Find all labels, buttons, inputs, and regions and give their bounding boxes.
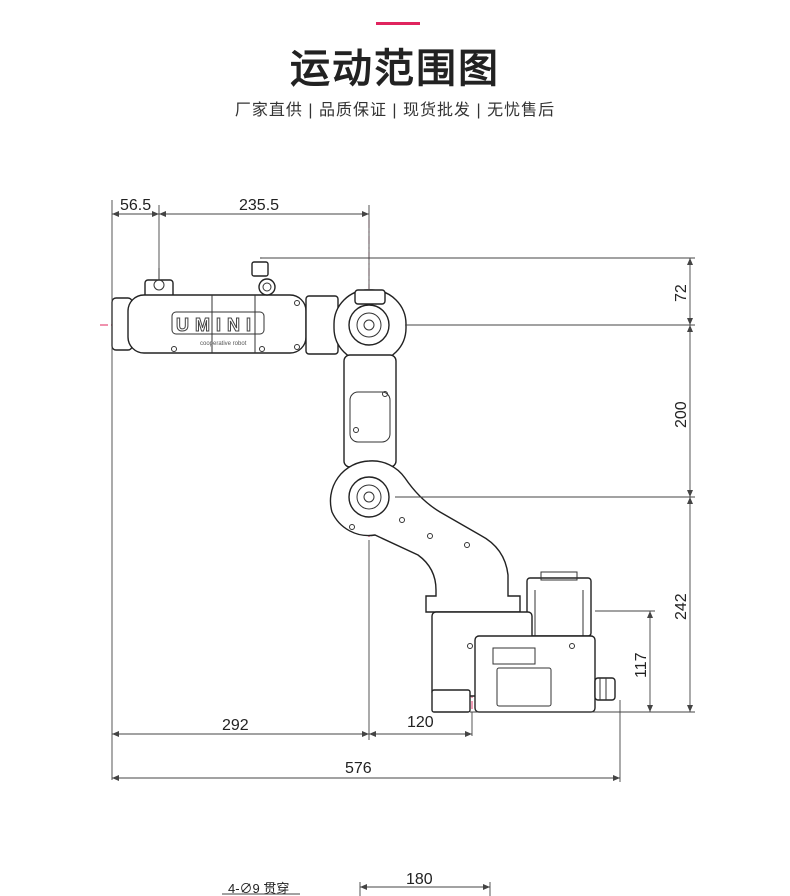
- dim-right-flange-height: 117: [633, 652, 650, 678]
- dim-footer-width: 180: [406, 871, 433, 888]
- brand-logo: UMINI: [176, 315, 257, 335]
- brand-tagline: cooperative robot: [200, 341, 247, 347]
- footer-hole-note: 4-∅9 贯穿: [228, 881, 289, 896]
- dim-top-reach: 235.5: [239, 197, 279, 214]
- dim-top-left-offset: 56.5: [120, 197, 151, 214]
- dim-bottom-total: 576: [345, 760, 372, 777]
- title-accent-bar: [376, 22, 420, 25]
- base-foot: [431, 689, 471, 713]
- page-title: 运动范围图: [290, 47, 500, 91]
- dimension-top: 56.5 235.5: [111, 197, 370, 780]
- base-motor: [526, 577, 592, 637]
- page-subtitle: 厂家直供 | 品质保证 | 现货批发 | 无忧售后: [234, 102, 556, 119]
- dim-right-upper-arm: 200: [673, 401, 690, 428]
- elbow-connector: [251, 261, 269, 277]
- center-lines: [100, 220, 690, 712]
- cable-connector: [594, 677, 616, 701]
- upper-arm: [343, 354, 397, 468]
- dim-right-top: 72: [673, 284, 690, 302]
- robot-arm: UMINI cooperative robot: [111, 257, 616, 713]
- forearm-coupling: [305, 295, 339, 355]
- dim-bottom-reach: 292: [222, 717, 249, 734]
- dim-bottom-base: 120: [407, 714, 434, 731]
- base-housing: [474, 635, 596, 713]
- dimension-right: 72 200 242 117: [262, 257, 695, 713]
- footer-partial-view: 4-∅9 贯穿 180: [222, 871, 491, 896]
- dim-right-base-height: 242: [673, 593, 690, 620]
- dimension-bottom: 292 120 576: [112, 540, 621, 782]
